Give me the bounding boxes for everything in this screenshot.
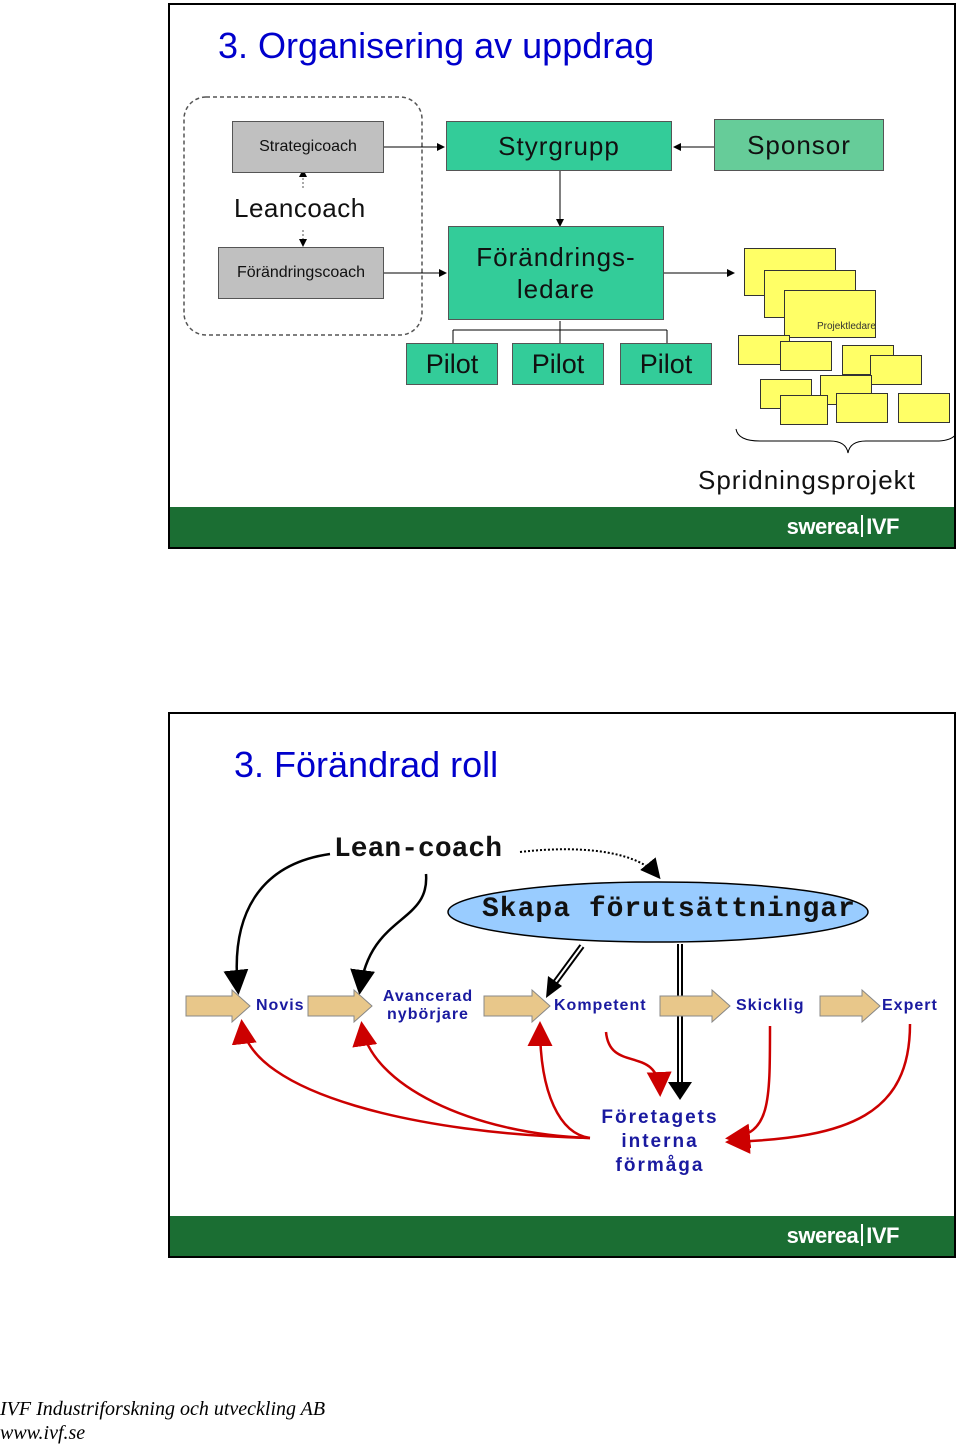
- org-connectors: [183, 96, 954, 454]
- stage-avancerad-nyborjare: Avancerad nybörjare: [376, 988, 480, 1024]
- stage-avancerad-line1: Avancerad: [382, 988, 474, 1005]
- swerea-ivf-logo: swerea IVF: [786, 514, 900, 540]
- pilot-box-3: Pilot: [620, 343, 712, 385]
- swerea-ivf-logo: swerea IVF: [786, 1223, 900, 1249]
- sponsor-box: Sponsor: [714, 119, 884, 171]
- project-box: [780, 395, 828, 425]
- strategicoach-box: Strategicoach: [232, 121, 384, 173]
- slide-footer-bar: swerea IVF: [170, 507, 954, 547]
- forandringsledare-box: Förändrings- ledare: [448, 226, 664, 320]
- foretagets-line3: förmåga: [615, 1155, 705, 1176]
- logo-swerea: swerea: [786, 514, 859, 539]
- leancoach-label: Leancoach: [234, 193, 366, 223]
- logo-ivf: IVF: [866, 514, 899, 539]
- slide-title: 3. Organisering av uppdrag: [218, 25, 655, 66]
- stage-avancerad-line2: nybörjare: [387, 1006, 469, 1023]
- projektledare-label: Projektledare: [817, 321, 876, 332]
- pilot-box-2: Pilot: [512, 343, 604, 385]
- project-box: [836, 393, 888, 423]
- footer-company: IVF Industriforskning och utveckling AB: [0, 1398, 326, 1420]
- stage-novis: Novis: [256, 997, 305, 1014]
- footer-website: www.ivf.se: [0, 1422, 86, 1444]
- stage-kompetent: Kompetent: [554, 997, 647, 1014]
- forandringscoach-box: Förändringscoach: [218, 247, 384, 299]
- roll-diagram-lines: [185, 848, 912, 1154]
- project-box: [780, 341, 832, 371]
- skapa-forutsattningar-label: Skapa förutsättningar: [482, 894, 856, 925]
- lean-coach-label: Lean-coach: [334, 834, 503, 865]
- pilot-box-1: Pilot: [406, 343, 498, 385]
- forandringsledare-line1: Förändrings-: [476, 242, 636, 272]
- logo-ivf: IVF: [866, 1223, 899, 1248]
- slide-organisering: 3. Organisering av uppdrag Strategicoach: [168, 3, 956, 549]
- stage-expert: Expert: [882, 997, 938, 1014]
- foretagets-line1: Företagets: [601, 1107, 719, 1128]
- forandringsledare-line2: ledare: [516, 274, 596, 304]
- slide-title: 3. Förändrad roll: [234, 744, 499, 785]
- foretagets-line2: interna: [621, 1131, 699, 1152]
- slide-forandrad-roll: 3. Förändrad roll: [168, 712, 956, 1258]
- logo-swerea: swerea: [786, 1223, 859, 1248]
- foretagets-interna-formaga: Företagets interna förmåga: [590, 1106, 730, 1178]
- spridningsprojekt-label: Spridningsprojekt: [698, 465, 916, 495]
- project-box: [870, 355, 922, 385]
- stage-skicklig: Skicklig: [736, 997, 805, 1014]
- projektledare-box: Projektledare: [784, 290, 876, 338]
- project-box: [898, 393, 950, 423]
- styrgrupp-box: Styrgrupp: [446, 121, 672, 171]
- slide-footer-bar: swerea IVF: [170, 1216, 954, 1256]
